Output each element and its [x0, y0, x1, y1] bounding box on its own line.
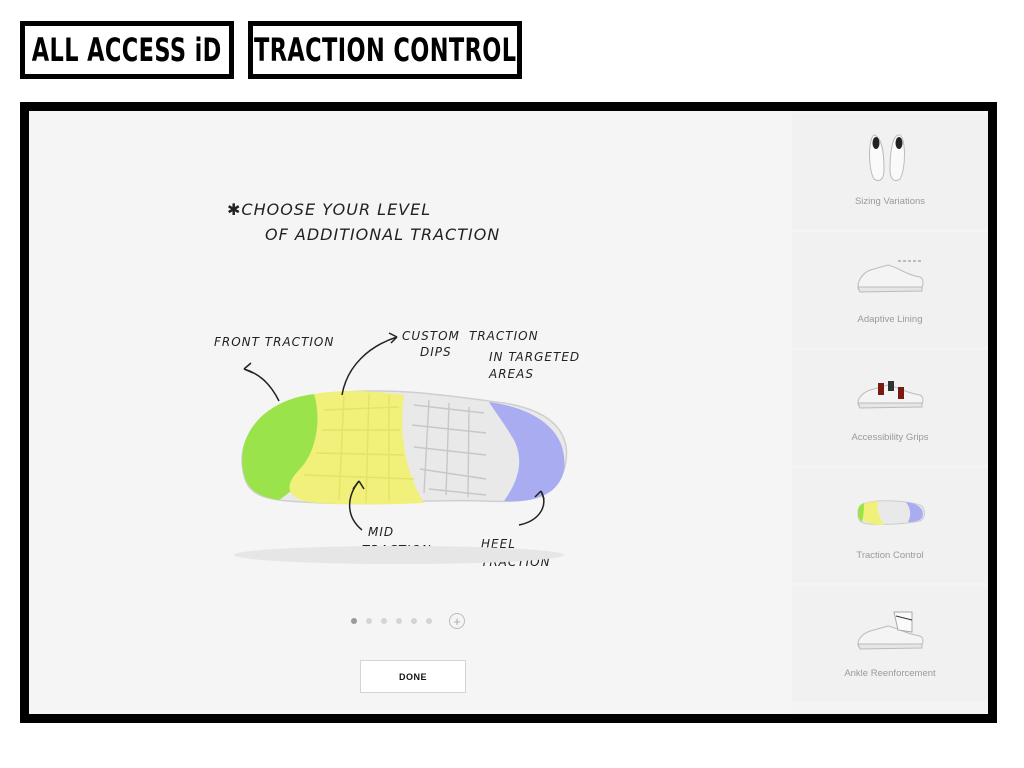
page-dot-5[interactable]: [411, 618, 417, 624]
shoe-sole-icon: [830, 478, 950, 548]
page-dot-6[interactable]: [426, 618, 432, 624]
sidebar-item-adaptive-lining[interactable]: Adaptive Lining: [792, 232, 988, 347]
callout-custom-3: TRACTION: [469, 329, 539, 343]
callout-mid-1: MID: [368, 525, 395, 539]
main-frame: ✱CHOOSE YOUR LEVEL OF ADDITIONAL TRACTIO…: [20, 102, 997, 723]
sidebar-item-traction-control[interactable]: Traction Control: [792, 468, 988, 583]
add-page-icon[interactable]: +: [449, 613, 465, 629]
shoe-pair-icon: [830, 124, 950, 194]
pagination-dots: +: [351, 613, 465, 629]
sidebar-item-label: Accessibility Grips: [851, 432, 929, 443]
callout-custom-2: DIPS: [420, 345, 452, 359]
page-dot-2[interactable]: [366, 618, 372, 624]
page-dot-3[interactable]: [381, 618, 387, 624]
title-secondary: TRACTION CONTROL: [253, 31, 517, 69]
feature-sidebar: Sizing Variations Adaptive Lining: [792, 114, 988, 704]
shoe-ankle-icon: [830, 596, 950, 666]
callout-front-traction: FRONT TRACTION: [214, 335, 335, 349]
sidebar-item-accessibility-grips[interactable]: Accessibility Grips: [792, 350, 988, 465]
headline-line-1: ✱CHOOSE YOUR LEVEL: [227, 200, 432, 219]
shoe-side-icon: [830, 242, 950, 312]
callout-custom-5: AREAS: [489, 367, 534, 381]
title-tag-traction-control: TRACTION CONTROL: [248, 21, 522, 79]
customizer-stage: ✱CHOOSE YOUR LEVEL OF ADDITIONAL TRACTIO…: [29, 111, 791, 714]
sidebar-item-label: Sizing Variations: [854, 196, 926, 207]
sidebar-item-sizing-variations[interactable]: Sizing Variations: [792, 114, 988, 229]
done-button[interactable]: DONE: [360, 660, 466, 693]
page-dot-4[interactable]: [396, 618, 402, 624]
callout-custom-1: CUSTOM: [402, 329, 460, 343]
outsole-illustration: [234, 390, 568, 564]
title-tag-all-access: ALL ACCESS iD: [20, 21, 234, 79]
headline-line-2: OF ADDITIONAL TRACTION: [265, 225, 501, 244]
sidebar-item-ankle-reenforcement[interactable]: Ankle Reenforcement: [792, 586, 988, 701]
callout-custom-4: IN TARGETED: [489, 350, 581, 364]
sidebar-item-label: Traction Control: [856, 550, 924, 561]
title-primary: ALL ACCESS iD: [32, 31, 222, 69]
page-dot-1[interactable]: [351, 618, 357, 624]
sidebar-item-label: Adaptive Lining: [857, 314, 923, 325]
sidebar-item-label: Ankle Reenforcement: [844, 668, 936, 679]
shoe-grips-icon: [830, 360, 950, 430]
